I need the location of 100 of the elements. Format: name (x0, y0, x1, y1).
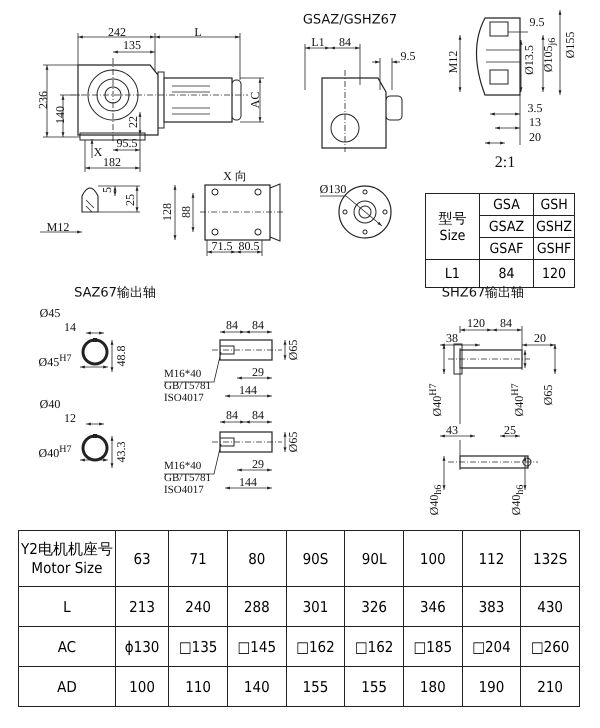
dimension-value: 242 (108, 26, 126, 38)
dimension-value: 135 (123, 39, 141, 51)
dimension-value: Ø155 (564, 32, 576, 58)
table-value: 155 (286, 666, 345, 706)
dimension-value: 43.3 (115, 442, 127, 462)
section-heading: SAZ67输出轴 (74, 286, 156, 300)
table-value: 346 (403, 586, 462, 626)
hollow-shaft-drawing (212, 431, 282, 453)
table-value: 288 (227, 586, 286, 626)
dimension-value: AC (249, 92, 261, 108)
table-value: □135 (168, 626, 228, 666)
dimension-value: 14 (64, 321, 76, 333)
table-value: 63 (115, 530, 169, 586)
table-header: 型号 Size (426, 194, 480, 260)
dimension-value: 84 (226, 319, 238, 331)
dimension-value: 128 (161, 203, 173, 221)
dimension-value: Ø65 (287, 432, 299, 452)
table-value: 383 (462, 586, 521, 626)
table-header: L (18, 586, 116, 626)
table-value: 100 (403, 530, 462, 586)
dimension-value: 140 (54, 106, 66, 124)
dimension-value: 22 (127, 116, 139, 128)
table-value: □145 (227, 626, 286, 666)
table-value: 71 (168, 530, 228, 586)
table-value: □162 (286, 626, 345, 666)
leader-line (164, 352, 222, 382)
table-value: 140 (227, 666, 286, 706)
dimension-value: 13 (529, 116, 541, 128)
table-value: □162 (344, 626, 404, 666)
table-header: GSH (534, 194, 574, 216)
dimension-value: 182 (103, 156, 121, 168)
table-value: 155 (344, 666, 404, 706)
dimension-value: L (194, 26, 202, 38)
dimension-value: 20 (534, 332, 546, 344)
table-header: GSA (479, 194, 534, 216)
dimension-value: 120 (467, 317, 485, 329)
table-value: 132S (520, 530, 580, 586)
dimension-value: 144 (239, 384, 257, 396)
table-value: 301 (286, 586, 345, 626)
dimension-value: Ø65 (287, 340, 299, 360)
dimension-value: 236 (37, 91, 49, 109)
dimension-value: 9.5 (530, 16, 544, 28)
table-value: 326 (344, 586, 404, 626)
table-value: □204 (462, 626, 521, 666)
table-value: 112 (462, 530, 521, 586)
view-marker: X (94, 146, 102, 158)
dimension-value: 95.5 (116, 137, 138, 149)
table-value: 80 (227, 530, 286, 586)
dimension-value: Ø65 (542, 384, 554, 406)
hollow-shaft-drawing (212, 339, 282, 361)
table-header: Y2电机机座号 Motor Size (18, 530, 116, 586)
dimension-value: Ø40$^{H7}$ (38, 445, 72, 459)
table-value: 430 (520, 586, 580, 626)
table-value: 110 (168, 666, 228, 706)
dimension-value: 20 (529, 131, 541, 143)
dimension-value: 80.5 (238, 240, 260, 252)
thread-note: M16*40 GB/T5781 ISO4017 (164, 460, 216, 496)
table-header: L1 (426, 260, 480, 288)
table-value: 90S (286, 530, 345, 586)
dimension-value: M12 (46, 221, 70, 233)
scale-label: 2:1 (494, 155, 516, 171)
dimension-value: 84 (226, 409, 238, 421)
table-header: GSHZ (534, 216, 574, 238)
leader-line (320, 196, 382, 226)
dimension-value: 88 (180, 206, 192, 218)
dimension-value: Ø40 (40, 398, 60, 410)
dimension-value: 25 (124, 194, 136, 206)
dimension-value: 48.8 (115, 346, 127, 366)
view-title: X 向 (223, 170, 247, 182)
table-value: 120 (534, 260, 574, 288)
dimension-value: 84 (252, 409, 264, 421)
dimension-value: Ø13.5 (523, 45, 535, 75)
dimension-value: 43 (446, 424, 458, 436)
dimension-value: 29 (252, 366, 264, 378)
table-value: 90L (344, 530, 404, 586)
dimension-value: Ø130 (320, 183, 346, 195)
dimension-value: L1 (311, 36, 325, 48)
dimension-value: 5 (101, 187, 113, 193)
dimension-value: 84 (252, 319, 264, 331)
table-value: 210 (520, 666, 580, 706)
dimension-value: M12 (447, 50, 459, 74)
dimension-value: 144 (239, 476, 257, 488)
section-heading: SHZ67输出轴 (442, 286, 524, 300)
table-header: GSAZ (479, 216, 534, 238)
dimension-value: 84 (339, 36, 351, 48)
table-value: 180 (403, 666, 462, 706)
table-header: GSAF (479, 238, 534, 260)
table-value: □185 (403, 626, 462, 666)
thread-note: M16*40 GB/T5781 ISO4017 (164, 368, 216, 404)
dimension-value: Ø45$^{H7}$ (38, 354, 72, 368)
view-title: GSAZ/GSHZ67 (302, 14, 398, 26)
table-value: 240 (168, 586, 228, 626)
dimension-value: 12 (64, 412, 76, 424)
dimension-value: 25 (504, 424, 516, 436)
table-header: AC (18, 626, 116, 666)
dimension-value: 3.5 (528, 102, 542, 114)
table-header: GSHF (534, 238, 574, 260)
dimension-value: 29 (252, 458, 264, 470)
leader-line (164, 444, 222, 474)
table-header: AD (18, 666, 116, 706)
